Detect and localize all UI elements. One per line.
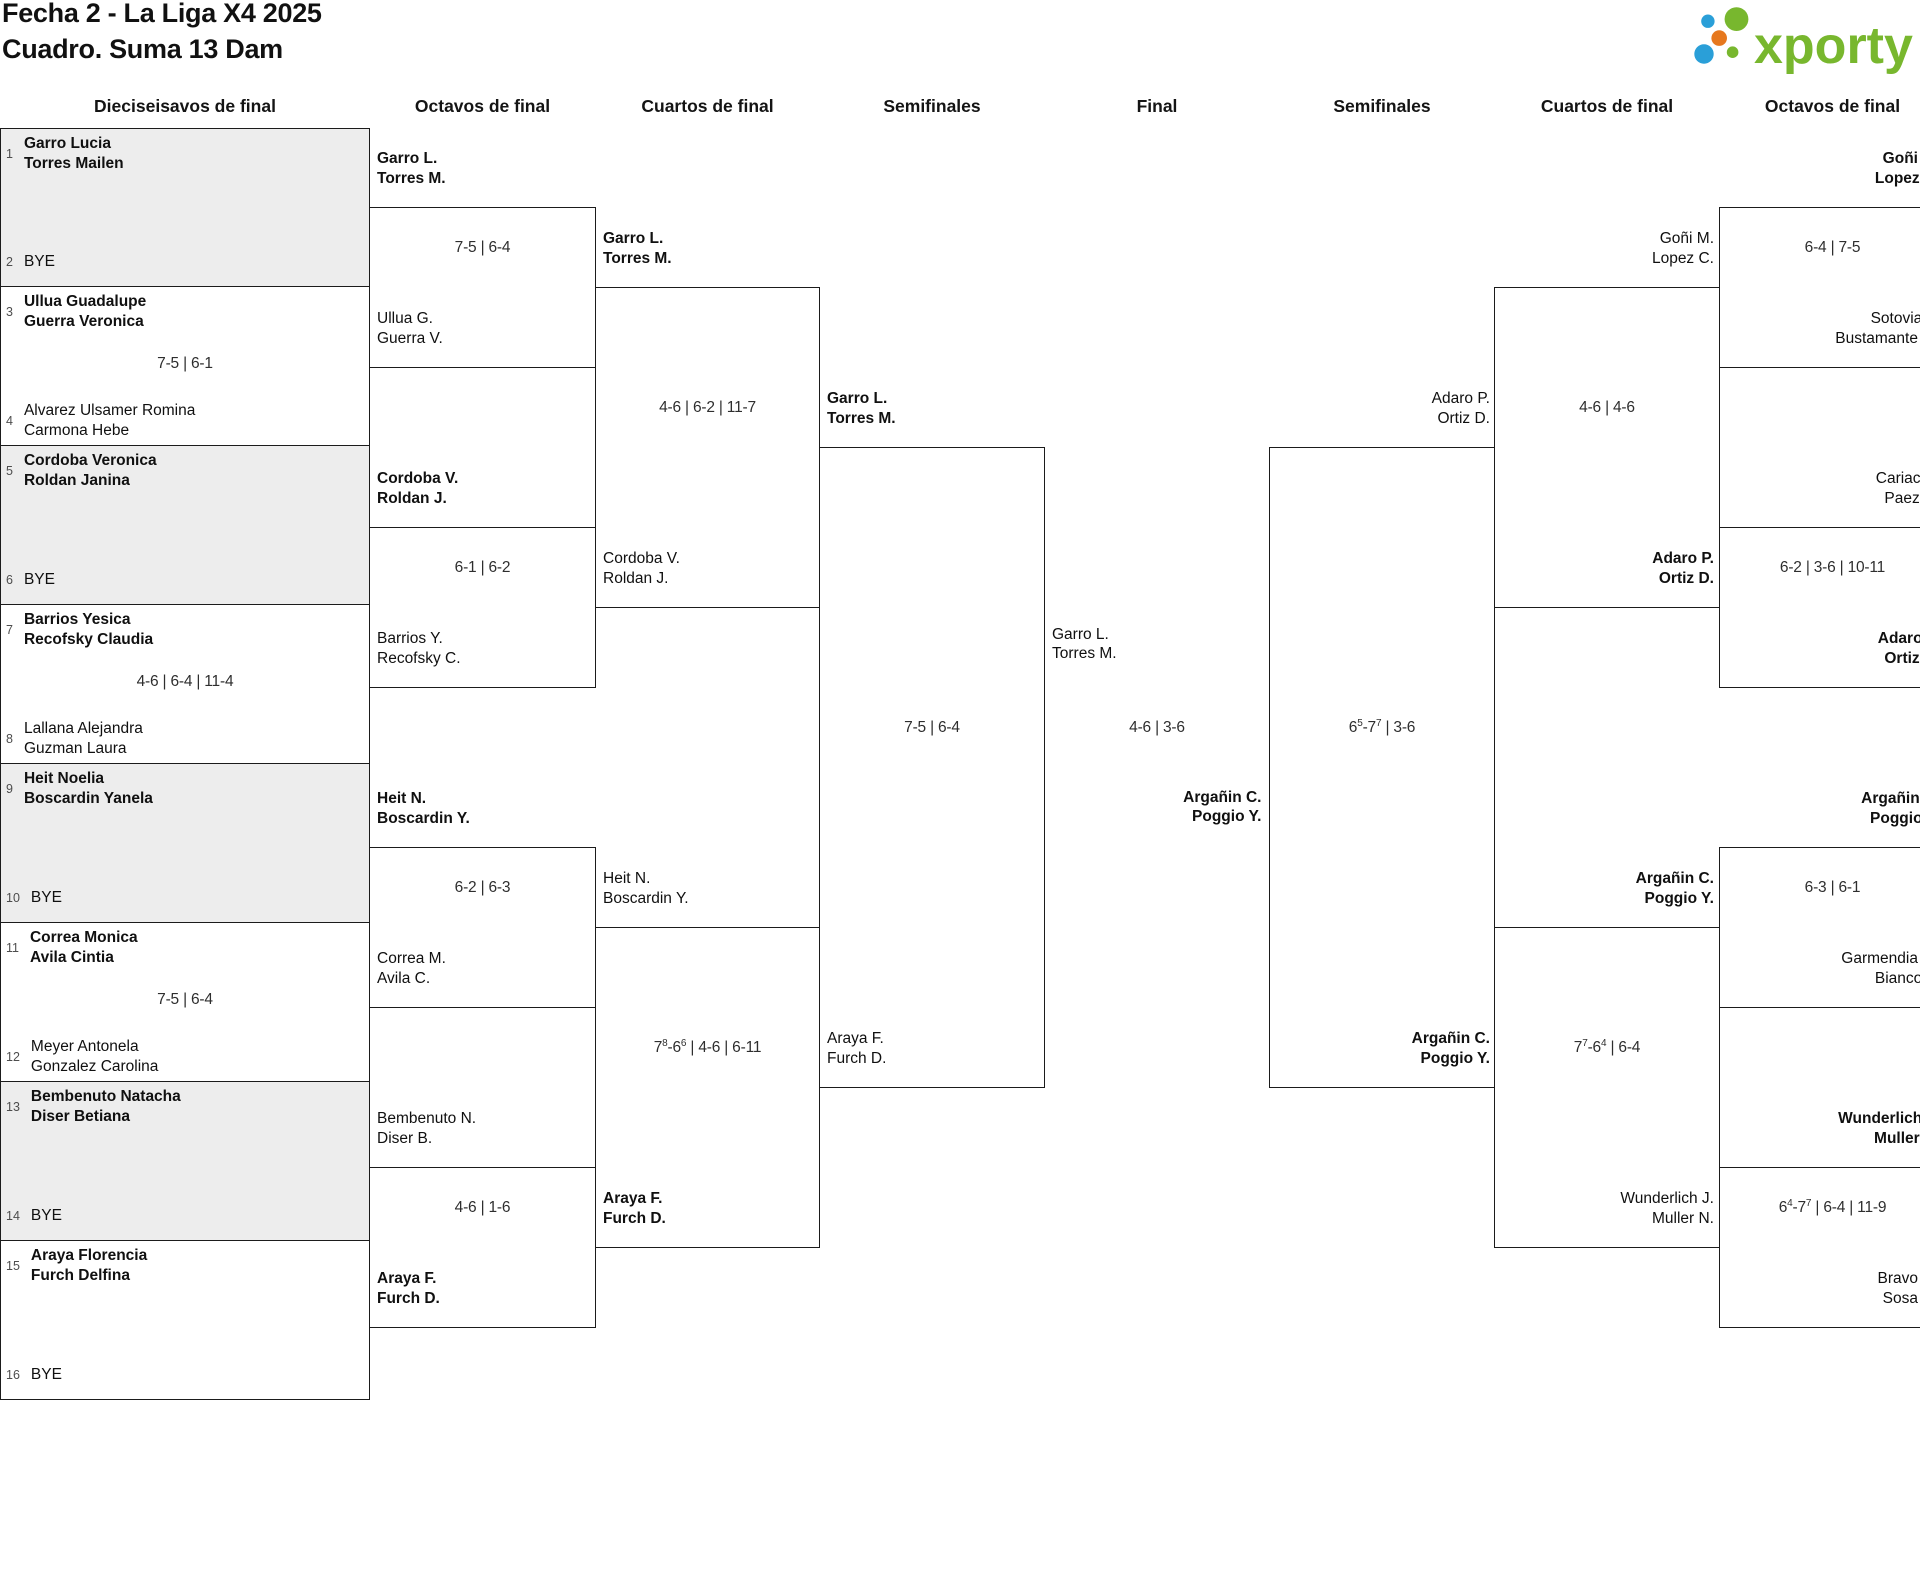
svg-text:xporty: xporty	[1754, 17, 1913, 75]
